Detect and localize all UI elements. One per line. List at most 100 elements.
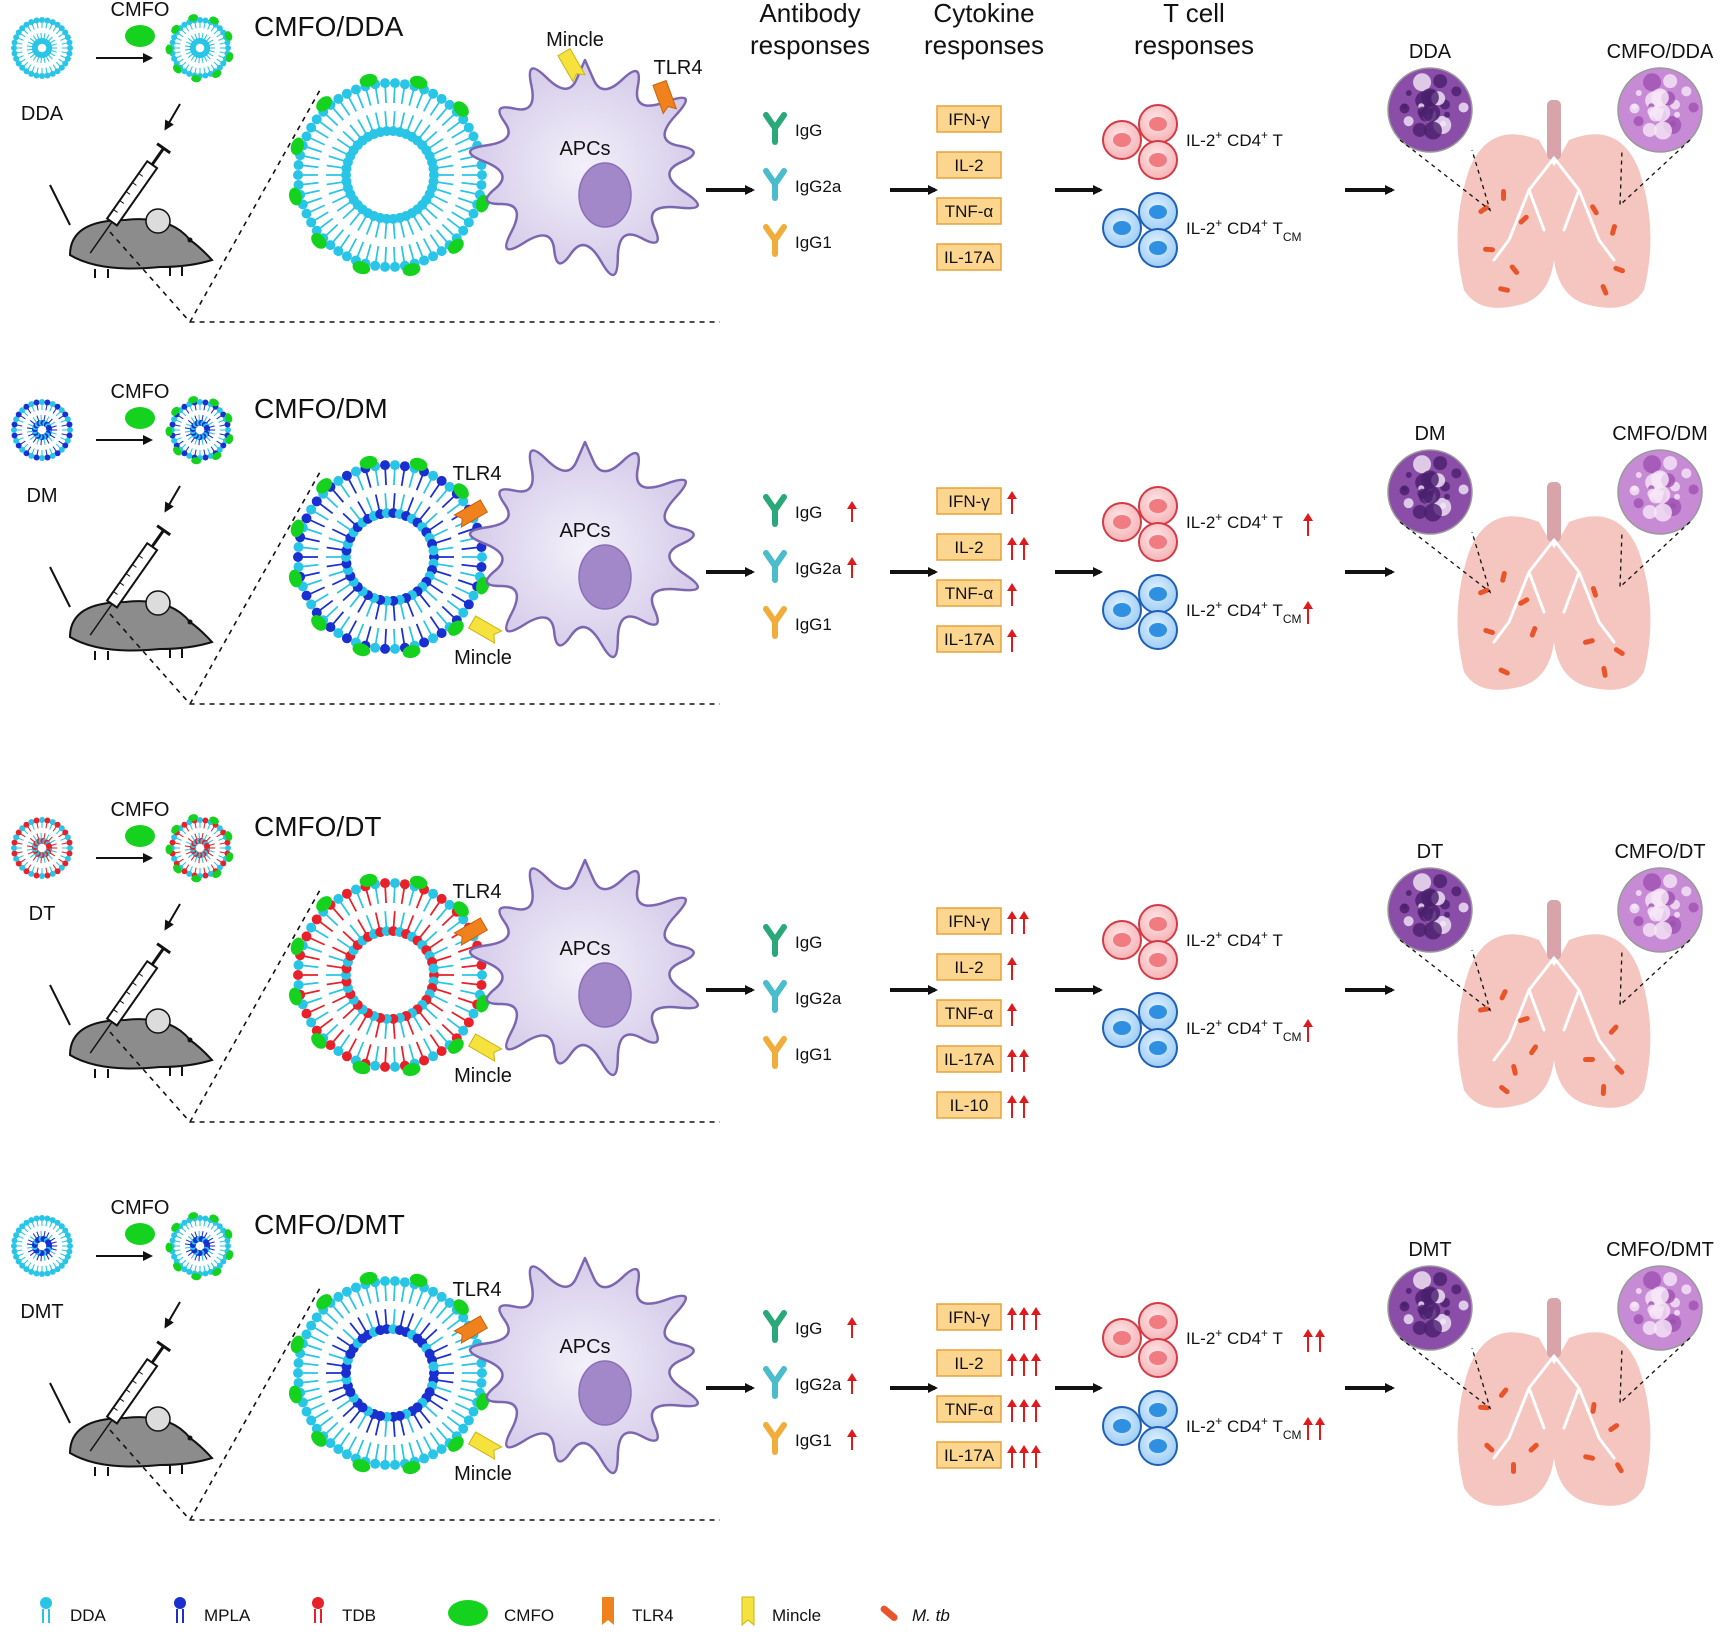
lipid-head xyxy=(306,217,317,228)
row0-cytokine-box xyxy=(936,151,1002,179)
lipid-head xyxy=(203,425,210,432)
lipid-head xyxy=(224,421,231,428)
cmfo-antigen-icon xyxy=(172,446,182,456)
mtb-bacterium-icon xyxy=(1484,1442,1495,1453)
mtb-bacterium-icon xyxy=(1499,1084,1510,1095)
cmfo-antigen-icon xyxy=(165,1242,173,1253)
row2-antibody-igg2a-icon xyxy=(763,980,787,1013)
row1-apc-cell xyxy=(468,440,699,659)
mtb-bacterium-icon xyxy=(1483,246,1496,253)
tcell-nucleus xyxy=(1149,953,1167,967)
left-lung-lobe xyxy=(1457,134,1556,308)
syringe-tick xyxy=(132,982,137,986)
lipid-head xyxy=(169,39,176,46)
row3-antibody-igg1-icon xyxy=(763,1422,787,1455)
row2-arrow-down xyxy=(164,903,181,931)
row3-antibody-igg-icon xyxy=(763,1310,787,1343)
tcell-label-part: CM xyxy=(1283,1428,1302,1442)
column-headers: Antibody responses Cytokine responses T … xyxy=(750,0,1254,60)
tcell-label-part: IL-2 xyxy=(1186,131,1215,150)
mtb-bacterium-icon xyxy=(1590,204,1599,216)
lipid-head xyxy=(341,888,352,899)
histology-texture xyxy=(1648,907,1663,922)
row2-tlr4-label: TLR4 xyxy=(453,881,502,903)
tdb-lipid-icon xyxy=(312,1597,324,1609)
mtb-bacterium-icon xyxy=(1478,587,1490,596)
lipid-head xyxy=(23,68,30,75)
lipid-head xyxy=(66,850,73,857)
lipid-head xyxy=(428,633,439,644)
row1-tcell-label: IL-2+ CD4+ TCM xyxy=(1186,598,1302,626)
right-lung-lobe xyxy=(1552,134,1651,308)
row0-cd4-t-cell-icon xyxy=(1102,104,1178,180)
tcell-label-part: + xyxy=(1261,216,1268,230)
histology-texture xyxy=(1648,1305,1663,1320)
histology-texture xyxy=(1643,455,1662,474)
cmfo-antigen-icon xyxy=(359,1271,378,1285)
lipid-head xyxy=(58,64,65,71)
mtb-bacterium-icon xyxy=(1582,638,1595,645)
lipid-head xyxy=(419,1055,430,1066)
cmfo-antigen-icon xyxy=(191,875,202,883)
bronchi xyxy=(1492,956,1616,1062)
row3-histology-link-left xyxy=(1399,1337,1492,1410)
lipid-head xyxy=(186,1268,193,1275)
mouse-body xyxy=(68,600,214,652)
row1-big-liposome xyxy=(288,455,492,659)
row0-cmfo-label: CMFO xyxy=(111,0,170,21)
cmfo-antigen-icon xyxy=(409,457,428,471)
lipid-head xyxy=(380,643,391,654)
lipid-head xyxy=(216,864,223,871)
row0-loaded-liposome xyxy=(165,14,234,83)
row2-cytokine-label: IFN-γ xyxy=(948,912,990,931)
lipid-head xyxy=(458,1312,469,1323)
lipid-head xyxy=(13,1253,20,1260)
histology-texture xyxy=(1458,902,1469,913)
row3-tcell-label: IL-2+ CD4+ T xyxy=(1186,1326,1283,1348)
row2-histology-left xyxy=(1387,867,1473,953)
histology-texture xyxy=(1688,484,1699,495)
row2-histology-right xyxy=(1617,867,1703,953)
lipid-head xyxy=(66,432,73,439)
lipid-head xyxy=(39,1271,45,1277)
mtb-bacterium-icon xyxy=(1501,189,1506,201)
lipid-head xyxy=(33,1270,40,1277)
tcell-nucleus xyxy=(1149,241,1167,255)
lipid-head xyxy=(15,411,22,418)
cmfo-antigen-icon xyxy=(224,1229,233,1239)
lipid-head xyxy=(64,1232,71,1239)
row3-cytokine-box xyxy=(936,1303,1002,1331)
left-lung-lobe xyxy=(1457,934,1556,1108)
mtb-bacterium-icon xyxy=(1613,647,1625,656)
lipid-head xyxy=(293,1358,304,1369)
lipid-head xyxy=(67,1243,73,1249)
row1-histology-right xyxy=(1617,449,1703,535)
apc-nucleus xyxy=(578,962,632,1028)
lipid-head xyxy=(293,542,304,553)
mouse-eye xyxy=(187,1435,193,1441)
histology-texture xyxy=(1433,456,1448,471)
row3-antibody-label: IgG2a xyxy=(795,1375,842,1394)
lipid-head xyxy=(28,452,35,459)
lipid-head xyxy=(49,1268,56,1275)
lipid-head xyxy=(197,17,203,23)
syringe-tick xyxy=(132,182,137,186)
syringe-tick xyxy=(138,973,144,977)
cmfo-antigen-icon xyxy=(171,406,180,416)
mtb-bacterium-icon xyxy=(1498,667,1510,676)
row1-lung-icon xyxy=(1457,482,1651,690)
tcell-nucleus xyxy=(1149,1351,1167,1365)
row1-cmfo-antigen-icon xyxy=(125,407,155,429)
cmfo-antigen-icon xyxy=(209,1214,219,1223)
lipid-head xyxy=(341,1286,352,1297)
lipid-head xyxy=(311,496,322,507)
row1-cmfo-label: CMFO xyxy=(111,381,170,403)
histology-texture xyxy=(1444,911,1451,918)
histology-texture xyxy=(1399,1301,1410,1312)
row2-cytokine-box xyxy=(936,953,1002,981)
lipid-head xyxy=(13,855,20,862)
mtb-bacterium-icon xyxy=(1511,1462,1516,1474)
histology-texture xyxy=(1451,1284,1462,1295)
row0-big-liposome xyxy=(288,73,492,277)
lipid-head xyxy=(13,416,20,423)
